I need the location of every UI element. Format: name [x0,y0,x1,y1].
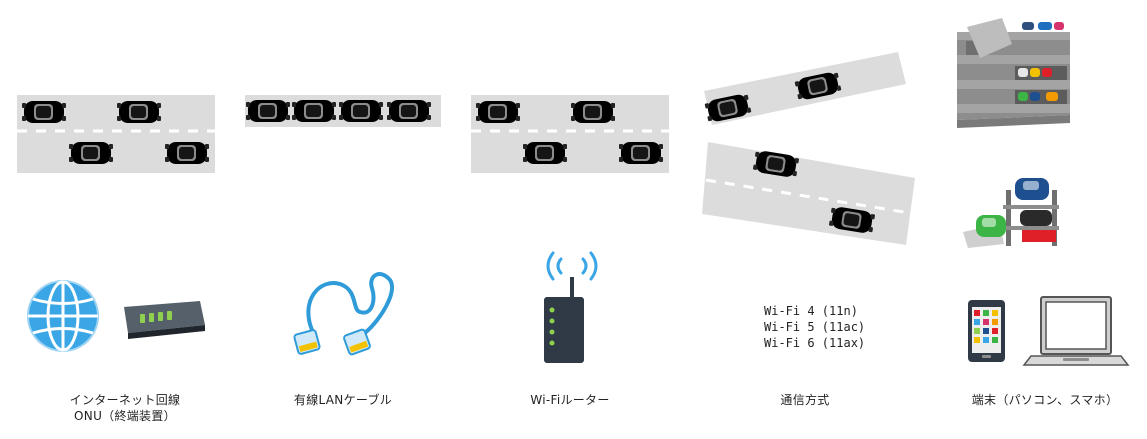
caption-wifi-router: Wi-Fiルーター [530,393,610,407]
road-comm-method-narrow [704,52,906,125]
caption-lan-cable: 有線LANケーブル [293,393,393,407]
parking-tower-icon [957,18,1070,128]
car-icon [339,100,383,122]
car-icon [165,142,209,164]
car-icon [117,101,161,123]
road-comm-method-wide [702,142,915,245]
car-icon [476,101,520,123]
onu-modem-icon [124,301,205,339]
road-internet-line [17,95,215,173]
caption-comm-method: 通信方式 [780,393,830,407]
road-lan-cable [245,95,441,127]
car-icon [619,142,663,164]
car-icon [292,100,336,122]
car-icon [387,100,431,122]
caption-internet-line: インターネット回線 [69,393,181,407]
smartphone-icon [968,300,1005,362]
caption-onu: ONU（終端装置） [74,409,176,423]
globe-icon [27,280,99,352]
car-icon [246,100,290,122]
wifi-standard-item: Wi-Fi 6 (11ax) [764,336,866,350]
car-icon [22,101,66,123]
wifi-standard-item: Wi-Fi 4 (11n) [764,304,858,318]
caption-device: 端末（パソコン、スマホ） [971,393,1119,407]
wifi-standards-list: Wi-Fi 4 (11n) Wi-Fi 5 (11ac) Wi-Fi 6 (11… [764,303,865,351]
car-icon [571,101,615,123]
lan-cable-icon [293,272,394,356]
parking-lift-icon [963,178,1059,248]
caption-internet-onu: インターネット回線 ONU（終端装置） [50,392,200,424]
road-wifi-router [471,95,669,173]
car-icon [523,142,567,164]
wifi-router-icon [544,251,598,363]
car-icon [69,142,113,164]
laptop-icon [1022,296,1130,366]
wifi-standard-item: Wi-Fi 5 (11ac) [764,320,866,334]
